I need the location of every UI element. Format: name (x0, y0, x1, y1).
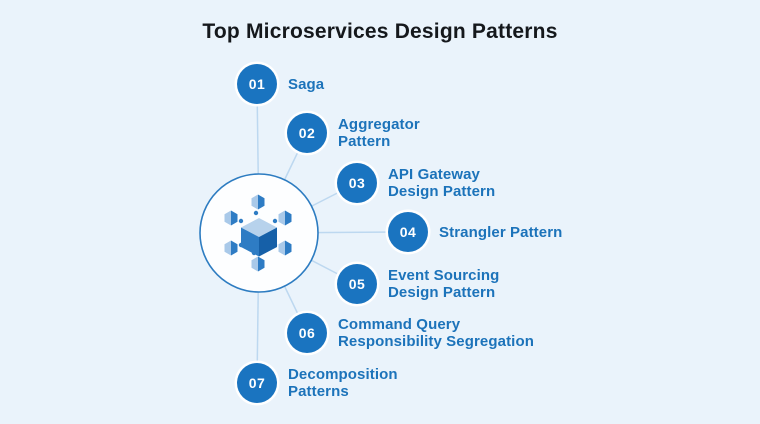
page-title: Top Microservices Design Patterns (202, 20, 558, 43)
item-label-line: Responsibility Segregation (338, 333, 534, 350)
list-item: 06 Command Query Responsibility Segregat… (287, 313, 534, 353)
list-item: 04 Strangler Pattern (388, 212, 562, 252)
item-label-line: Decomposition (288, 366, 398, 383)
item-number-badge: 01 (237, 64, 277, 104)
item-number-badge: 02 (287, 113, 327, 153)
list-item: 05 Event Sourcing Design Pattern (337, 264, 499, 304)
item-label: API Gateway Design Pattern (388, 166, 495, 200)
item-label: Event Sourcing Design Pattern (388, 267, 499, 301)
item-label-line: Strangler Pattern (439, 223, 563, 241)
item-label-line: Design Pattern (388, 183, 496, 200)
item-number-badge: 07 (237, 363, 277, 403)
item-label-line: Saga (288, 75, 325, 93)
item-number-badge: 05 (337, 264, 377, 304)
item-label: Decomposition Patterns (288, 366, 398, 400)
item-number-badge: 06 (287, 313, 327, 353)
list-item: 03 API Gateway Design Pattern (337, 163, 495, 203)
list-item: 07 Decomposition Patterns (237, 363, 398, 403)
item-label: Strangler Pattern (439, 224, 562, 241)
item-label-line: Patterns (288, 383, 349, 400)
item-label: Saga (288, 76, 324, 93)
item-label-line: Design Pattern (388, 284, 496, 301)
item-label-line: API Gateway (388, 166, 480, 183)
item-label-line: Event Sourcing (388, 267, 500, 284)
item-label: Command Query Responsibility Segregation (338, 316, 534, 350)
item-number-badge: 04 (388, 212, 428, 252)
microservices-icon (224, 194, 292, 272)
item-label: Aggregator Pattern (338, 116, 420, 150)
item-label-line: Aggregator (338, 116, 420, 133)
list-item: 01 Saga (237, 64, 324, 104)
item-label-line: Command Query (338, 316, 461, 333)
item-label-line: Pattern (338, 133, 391, 150)
item-number-badge: 03 (337, 163, 377, 203)
list-item: 02 Aggregator Pattern (287, 113, 420, 153)
